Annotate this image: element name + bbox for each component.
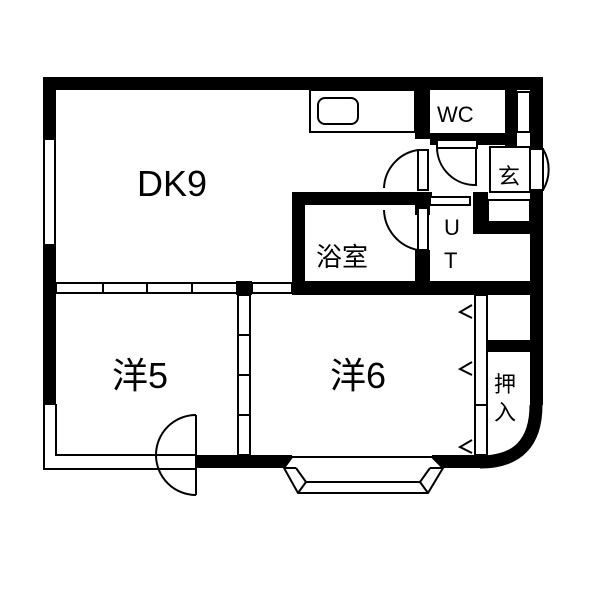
wall-bath-top [292, 192, 432, 205]
wall-bath-left [292, 192, 305, 292]
sliding-door-dk-western[interactable] [55, 282, 243, 294]
door-wc[interactable] [436, 147, 477, 187]
door-dk-hall[interactable] [383, 149, 419, 189]
room-label-ut-t: T [444, 248, 457, 273]
room-label-dk: DK9 [137, 163, 207, 204]
wall-segment-dk-6 [251, 282, 293, 294]
outer-wall-bottom-left [196, 455, 292, 468]
entrance-door-frame [529, 148, 544, 191]
bay-window [282, 456, 445, 494]
entrance-box [489, 146, 531, 193]
outer-wall-corner-curve [479, 404, 543, 469]
wall-closet-shelf [475, 340, 530, 352]
room-label-bath: 浴室 [316, 242, 368, 272]
room-label-wc: WC [437, 102, 474, 127]
window-dk-left [43, 138, 56, 246]
room-label-entrance: 玄 [498, 164, 520, 189]
kitchen-counter [309, 89, 416, 133]
outer-wall-left-middle [43, 245, 56, 404]
sliding-door-western-5-6[interactable] [237, 294, 251, 456]
room-label-western-5: 洋5 [112, 355, 168, 396]
wall-wc-right [505, 77, 517, 147]
door-bath[interactable] [383, 209, 419, 251]
wall-pillar [236, 281, 252, 295]
kitchen-sink [317, 97, 359, 125]
wall-horizontal-6-top [292, 281, 542, 295]
room-label-western-6: 洋6 [330, 355, 386, 396]
wall-bath-right-lower [415, 250, 430, 285]
outer-wall-top [43, 77, 543, 90]
door-western-5[interactable] [155, 414, 197, 496]
wall-vertical-center [415, 77, 430, 139]
window-wc [516, 91, 531, 133]
outer-wall-left-upper [43, 77, 56, 139]
door-entrance[interactable] [542, 148, 550, 191]
wall-ut-right [473, 222, 543, 234]
room-label-closet-2: 入 [494, 400, 516, 425]
outer-wall-right [530, 77, 543, 149]
outer-wall-left-lower [43, 404, 196, 470]
closet-sliding-doors[interactable] [457, 294, 488, 456]
outer-wall-right-2 [530, 190, 543, 405]
room-label-ut-u: U [444, 215, 460, 240]
room-label-closet-1: 押 [494, 372, 516, 397]
outer-wall-bottom-right [432, 455, 482, 468]
